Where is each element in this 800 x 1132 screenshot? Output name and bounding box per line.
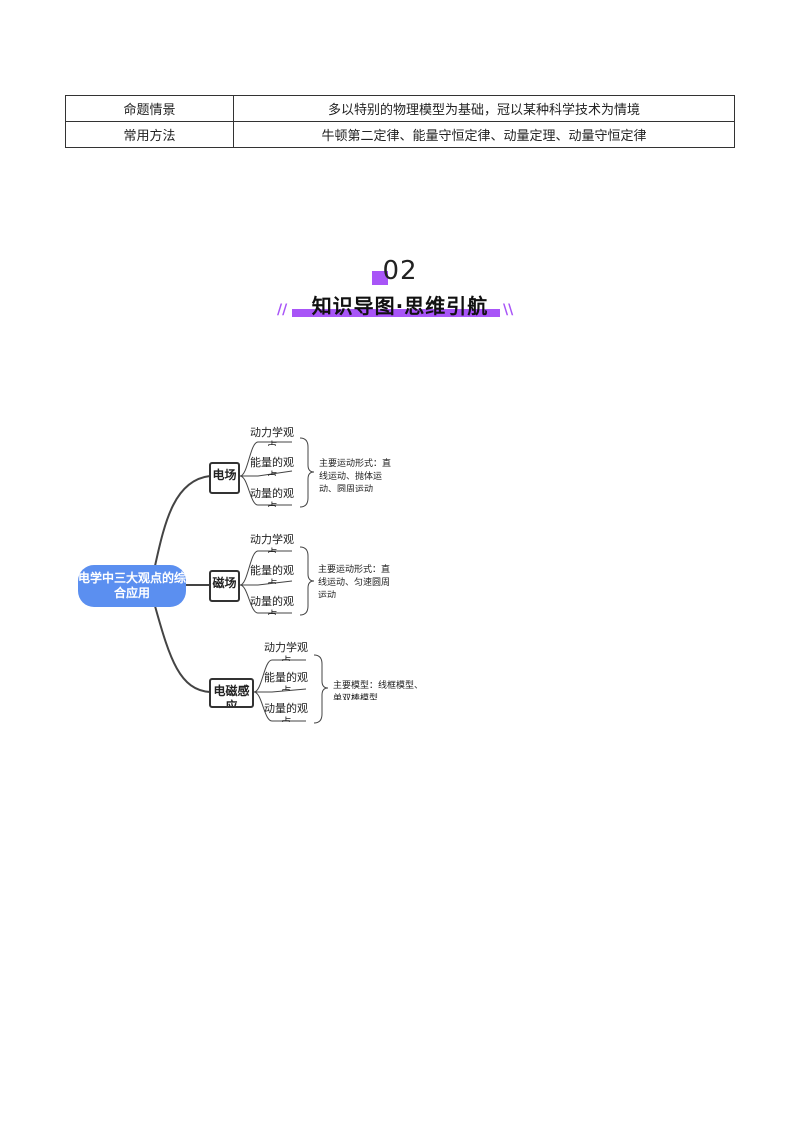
- leaf-dynamics-viewpoint: 动力学观点: [264, 641, 308, 661]
- slash-decoration-left: //: [277, 302, 288, 318]
- slash-decoration-right: \\: [503, 302, 514, 318]
- leaf-energy-viewpoint: 能量的观点: [264, 671, 308, 691]
- table-cell-value: 多以特别的物理模型为基础，冠以某种科学技术为情境: [233, 95, 735, 122]
- root-to-electric-field-line: [154, 475, 211, 567]
- root-to-induction-line: [154, 605, 211, 693]
- table-cell-label: 命题情景: [65, 95, 234, 122]
- branch-note-electric-field: 主要运动形式：直线运动、抛体运动、圆周运动: [319, 459, 391, 492]
- branch-node-magnetic-field: 磁场: [209, 570, 240, 602]
- table-cell-value: 牛顿第二定律、能量守恒定律、动量定理、动量守恒定律: [233, 121, 735, 148]
- table-row: 命题情景 多以特别的物理模型为基础，冠以某种科学技术为情境: [65, 95, 735, 122]
- branch-node-electromagnetic-induction: 电磁感应: [209, 678, 254, 708]
- leaf-dynamics-viewpoint: 动力学观点: [250, 426, 294, 446]
- leaf-momentum-viewpoint: 动量的观点: [250, 595, 294, 615]
- section-title: 知识导图·思维引航: [311, 294, 489, 318]
- leaf-energy-viewpoint: 能量的观点: [250, 564, 294, 584]
- section-title-underline: [292, 309, 500, 317]
- leaf-momentum-viewpoint: 动量的观点: [250, 487, 294, 507]
- info-table: 命题情景 多以特别的物理模型为基础，冠以某种科学技术为情境 常用方法 牛顿第二定…: [65, 95, 735, 148]
- branch-note-magnetic-field: 主要运动形式：直线运动、匀速圆周运动: [318, 565, 391, 598]
- branch-note-electromagnetic-induction: 主要模型：线框模型、单双棒模型: [333, 681, 424, 700]
- section-number-accent: [372, 271, 388, 285]
- mindmap-root-node: 电学中三大观点的综合应用: [78, 565, 186, 607]
- branch-node-electric-field: 电场: [209, 462, 240, 494]
- table-row: 常用方法 牛顿第二定律、能量守恒定律、动量定理、动量守恒定律: [65, 121, 735, 148]
- section-number: 02: [382, 256, 418, 286]
- leaf-momentum-viewpoint: 动量的观点: [264, 702, 308, 722]
- leaf-energy-viewpoint: 能量的观点: [250, 456, 294, 476]
- leaf-dynamics-viewpoint: 动力学观点: [250, 533, 294, 553]
